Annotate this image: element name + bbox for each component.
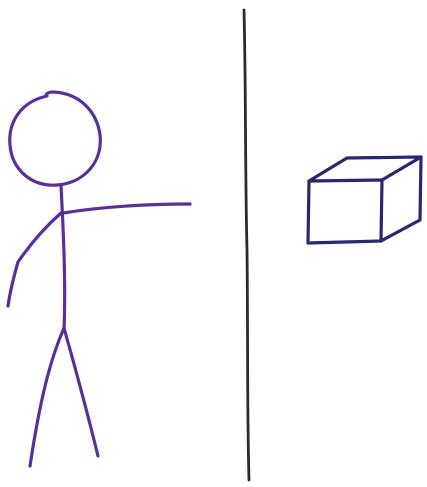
figure-left-arm	[8, 213, 61, 306]
figure-pointing-arm	[63, 204, 190, 213]
cube-box-icon	[308, 157, 421, 243]
figure-body	[61, 185, 65, 330]
stick-figure-icon	[8, 92, 190, 466]
box-top-face	[309, 157, 421, 181]
figure-head	[10, 92, 101, 185]
figure-left-leg	[30, 328, 64, 466]
vertical-divider-line	[244, 10, 249, 480]
figure-right-leg	[64, 328, 98, 456]
box-front-face	[308, 180, 382, 243]
